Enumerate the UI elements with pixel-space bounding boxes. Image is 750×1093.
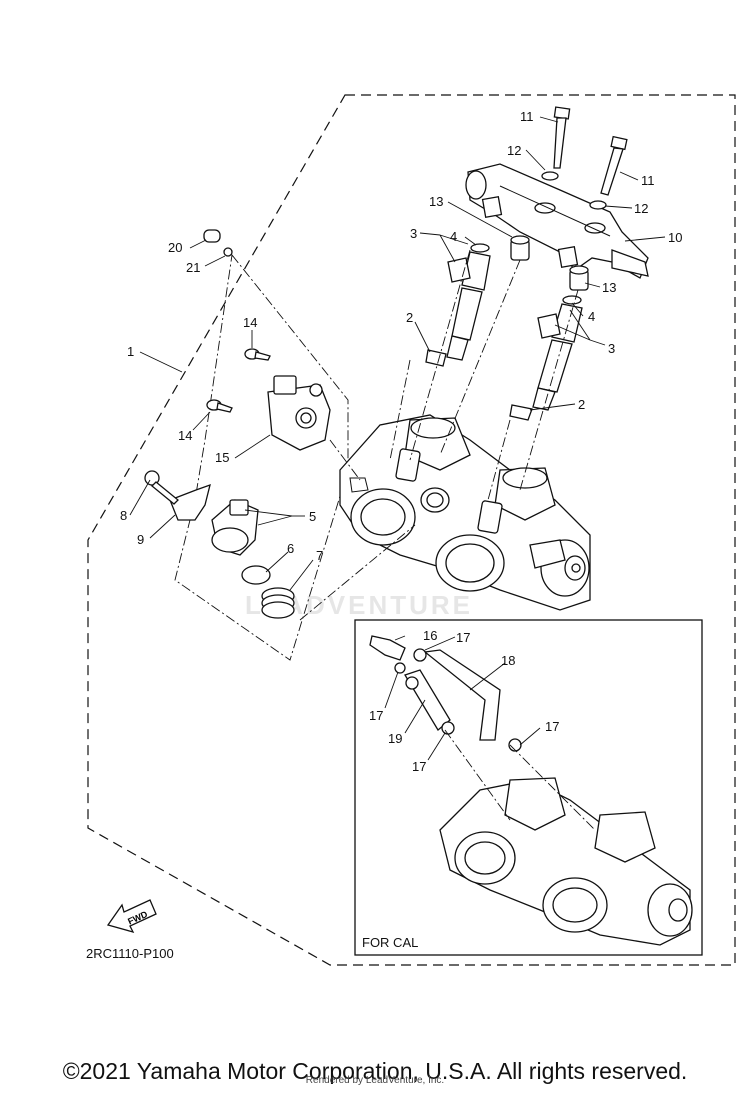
- callout-17[interactable]: 17: [456, 630, 470, 645]
- callout-1[interactable]: 1: [127, 344, 134, 359]
- leader-line: [439, 259, 521, 456]
- cap-20: [203, 229, 221, 243]
- assembly-boundary: [87, 94, 736, 966]
- callout-3[interactable]: 3: [608, 341, 615, 356]
- callout-5[interactable]: 5: [309, 509, 316, 524]
- callout-12[interactable]: 12: [507, 143, 521, 158]
- callout-10[interactable]: 10: [668, 230, 682, 245]
- callout-17[interactable]: 17: [369, 708, 383, 723]
- callout-13[interactable]: 13: [429, 194, 443, 209]
- fwd-arrow-icon: FWD: [106, 899, 157, 934]
- o-ring-21: [223, 247, 233, 257]
- callout-15[interactable]: 15: [215, 450, 229, 465]
- callout-8[interactable]: 8: [120, 508, 127, 523]
- callout-leaders: [129, 116, 666, 761]
- diagram-code: 2RC1110-P100: [86, 946, 174, 961]
- throttle-body-main: [339, 414, 591, 611]
- leader-line: [329, 439, 361, 481]
- callout-6[interactable]: 6: [287, 541, 294, 556]
- spring-7: [261, 587, 295, 619]
- bolt-11-right: [600, 135, 628, 196]
- leader-line: [409, 249, 471, 461]
- callout-14[interactable]: 14: [243, 315, 257, 330]
- fuel-injector-right: [509, 295, 583, 421]
- callout-17[interactable]: 17: [412, 759, 426, 774]
- callout-2[interactable]: 2: [406, 310, 413, 325]
- sensor-5: [211, 499, 259, 556]
- throttle-position-sensor-15: [267, 375, 331, 451]
- callout-19[interactable]: 19: [388, 731, 402, 746]
- bolt-11-left: [553, 106, 571, 169]
- callout-20[interactable]: 20: [168, 240, 182, 255]
- washer-12-right: [589, 200, 607, 210]
- o-ring-6: [241, 565, 271, 585]
- callout-13[interactable]: 13: [602, 280, 616, 295]
- collar-13-right: [569, 265, 589, 291]
- callout-2[interactable]: 2: [578, 397, 585, 412]
- sensor-subassembly-boundary: [174, 253, 349, 661]
- inset-label: FOR CAL: [362, 935, 418, 950]
- rendered-by-notice: Rendered by LeadVenture, Inc.: [305, 1075, 445, 1086]
- hose-18: [423, 649, 501, 741]
- callout-4[interactable]: 4: [450, 229, 457, 244]
- callout-18[interactable]: 18: [501, 653, 515, 668]
- callout-12[interactable]: 12: [634, 201, 648, 216]
- copyright-notice: ©2021 Yamaha Motor Corporation, U.S.A. A…: [62, 1058, 688, 1084]
- clip-17: [394, 648, 522, 752]
- leader-line: [389, 359, 411, 461]
- fuel-injector-left: [425, 243, 491, 367]
- bracket-9: [169, 483, 211, 521]
- screw-8: [144, 470, 179, 505]
- callout-3[interactable]: 3: [410, 226, 417, 241]
- screw-14-lower: [206, 399, 233, 413]
- leader-line: [509, 744, 596, 831]
- callout-9[interactable]: 9: [137, 532, 144, 547]
- callout-11[interactable]: 11: [641, 173, 655, 188]
- collar-13-left: [510, 235, 530, 261]
- callout-21[interactable]: 21: [186, 260, 200, 275]
- fuel-rail: [465, 163, 649, 279]
- callout-7[interactable]: 7: [316, 548, 323, 563]
- fitting-16: [369, 635, 406, 661]
- callout-17[interactable]: 17: [545, 719, 559, 734]
- leader-line: [299, 524, 416, 621]
- leader-line: [444, 729, 511, 821]
- callout-16[interactable]: 16: [423, 628, 437, 643]
- leader-line: [519, 289, 579, 491]
- leader-line: [487, 419, 511, 501]
- callout-labels: 1 2 2 3 3 4 4 5 6 7 8 9 10 11 11 12 12 1…: [120, 109, 682, 774]
- callout-4[interactable]: 4: [588, 309, 595, 324]
- washer-12-left: [541, 171, 559, 181]
- callout-14[interactable]: 14: [178, 428, 192, 443]
- inset-throttle-body: [439, 777, 693, 946]
- callout-11[interactable]: 11: [520, 109, 534, 124]
- screw-14-upper: [244, 348, 271, 361]
